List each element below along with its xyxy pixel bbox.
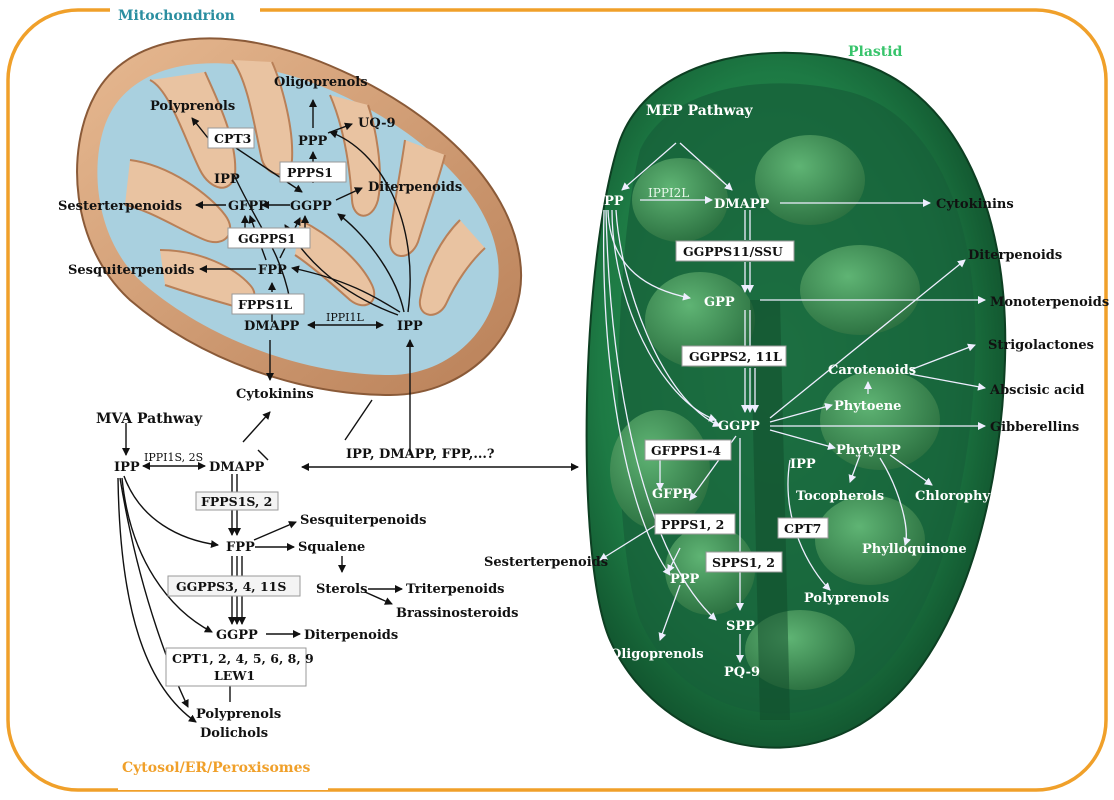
pl-gfpps-box: [644, 439, 732, 461]
pl-strigolactones: Strigolactones: [988, 338, 1094, 353]
mito-cpt3-box: [207, 127, 255, 149]
pl-diterpenoids: Diterpenoids: [968, 248, 1062, 263]
cyt-diterpenoids: Diterpenoids: [304, 628, 398, 643]
cyt-fpp: FPP: [226, 540, 255, 555]
cyt-cpt-line2: LEW1: [214, 668, 255, 683]
mito-ggpps1-box: [227, 227, 311, 249]
transport-label: IPP, DMAPP, FPP,...?: [346, 447, 495, 462]
pl-ipp2: IPP: [790, 457, 816, 472]
mito-fpp: FPP: [258, 263, 287, 278]
cyt-cpt-box: [165, 647, 307, 687]
pl-ggpp: GGPP: [718, 419, 760, 434]
mito-dmapp: DMAPP: [244, 319, 300, 334]
cyt-squalene: Squalene: [298, 540, 365, 555]
cyt-dmapp: DMAPP: [209, 460, 265, 475]
mitochondrion-organelle: [76, 37, 523, 397]
mito-ggpps1: GGPPS1: [238, 231, 296, 246]
pl-ggpps2: GGPPS2, 11L: [689, 349, 782, 364]
mito-ipp: IPP: [397, 319, 423, 334]
pl-spp: SPP: [726, 619, 755, 634]
mito-ggpp: GGPP: [290, 199, 332, 214]
plastid-title: Plastid: [848, 44, 903, 60]
cyt-triterpenoids: Triterpenoids: [406, 582, 504, 597]
cyt-sterols: Sterols: [316, 582, 367, 597]
pl-monoterpenoids: Monoterpenoids: [990, 295, 1109, 310]
pl-tocopherols: Tocopherols: [796, 489, 884, 504]
pl-ggpps2-box: [681, 345, 787, 367]
pl-cpt7-box: [777, 517, 829, 539]
pl-carotenoids: Carotenoids: [828, 363, 916, 378]
mito-ipp-top: IPP: [214, 172, 240, 187]
plastid-arrows: [599, 142, 986, 663]
cyt-mva-pathway: MVA Pathway: [96, 411, 203, 427]
pl-ppps1: PPPS1, 2: [661, 517, 724, 532]
pl-cpt7: CPT7: [784, 521, 821, 536]
mito-oligoprenols: Oligoprenols: [274, 75, 368, 90]
mito-ippi1l: IPPI1L: [326, 311, 364, 324]
cyt-ggpps3: GGPPS3, 4, 11S: [176, 579, 286, 594]
cyt-ippi1s: IPPI1S, 2S: [144, 451, 203, 464]
mito-uq9: UQ-9: [358, 116, 396, 131]
cyt-cpt-line1: CPT1, 2, 4, 5, 6, 8, 9: [172, 651, 314, 666]
pl-cytokinins: Cytokinins: [936, 197, 1014, 212]
cyt-fpps1s: FPPS1S, 2: [201, 494, 272, 509]
mito-fpps1l-box: [231, 293, 305, 315]
cyt-brassinosteroids: Brassinosteroids: [396, 606, 518, 621]
mito-sesquiterpenoids: Sesquiterpenoids: [68, 263, 194, 278]
cyt-dolichols: Dolichols: [200, 726, 268, 741]
pl-abscisic-acid: Abscisic acid: [989, 383, 1084, 398]
mito-ppps1-box: [279, 161, 347, 183]
cell-frame: [6, 8, 1108, 792]
pl-oligoprenols: Oligoprenols: [610, 647, 704, 662]
cyt-sesquiterpenoids: Sesquiterpenoids: [300, 513, 426, 528]
pl-spps: SPPS1, 2: [712, 555, 775, 570]
mito-fpps1l: FPPS1L: [238, 297, 292, 312]
cyt-ggpp: GGPP: [216, 628, 258, 643]
pl-chlorophylls: Chlorophy: [915, 489, 990, 504]
mito-arrows: [191, 99, 414, 461]
pl-ppp: PPP: [670, 572, 700, 587]
mito-gfpp: GFPP: [228, 199, 268, 214]
pl-ipp: IPP: [598, 194, 624, 209]
plastid-organelle: [585, 51, 1007, 749]
mito-sesterterpenoids: Sesterterpenoids: [58, 199, 182, 214]
pl-ppps1-box: [654, 513, 736, 535]
pl-gfpp: GFPP: [652, 487, 692, 502]
pl-phytoene: Phytoene: [834, 399, 901, 414]
mito-diterpenoids: Diterpenoids: [368, 180, 462, 195]
pl-polyprenols: Polyprenols: [804, 591, 889, 606]
mito-polyprenols: Polyprenols: [150, 99, 235, 114]
pl-gibberellins: Gibberellins: [990, 420, 1079, 435]
mitochondrion-title: Mitochondrion: [118, 8, 235, 24]
pl-phytylpp: PhytylPP: [836, 443, 901, 458]
pl-mep-pathway: MEP Pathway: [646, 103, 754, 119]
cyt-polyprenols: Polyprenols: [196, 707, 281, 722]
pl-gfpps: GFPPS1-4: [651, 443, 721, 458]
pl-spps-box: [705, 551, 783, 573]
pl-ggpps11-box: [675, 240, 795, 262]
pl-ippi2l: IPPI2L: [648, 186, 689, 200]
cyt-fpps1s-box: [195, 491, 279, 511]
pl-dmapp: DMAPP: [714, 197, 770, 212]
cyt-ipp: IPP: [114, 460, 140, 475]
pl-gpp: GPP: [704, 295, 735, 310]
pl-sesterterpenoids: Sesterterpenoids: [484, 555, 608, 570]
cytosol-arrows: [117, 411, 403, 723]
mito-ppp: PPP: [298, 134, 328, 149]
cytosol-title: Cytosol/ER/Peroxisomes: [122, 760, 311, 776]
pl-phylloquinone: Phylloquinone: [862, 542, 967, 557]
mito-cpt3: CPT3: [214, 131, 251, 146]
pl-ggpps11: GGPPS11/SSU: [683, 244, 783, 259]
mito-cytokinins: Cytokinins: [236, 387, 314, 402]
pl-pq9: PQ-9: [724, 665, 760, 680]
cyt-ggpps3-box: [167, 575, 301, 597]
mito-ppps1: PPPS1: [287, 165, 333, 180]
